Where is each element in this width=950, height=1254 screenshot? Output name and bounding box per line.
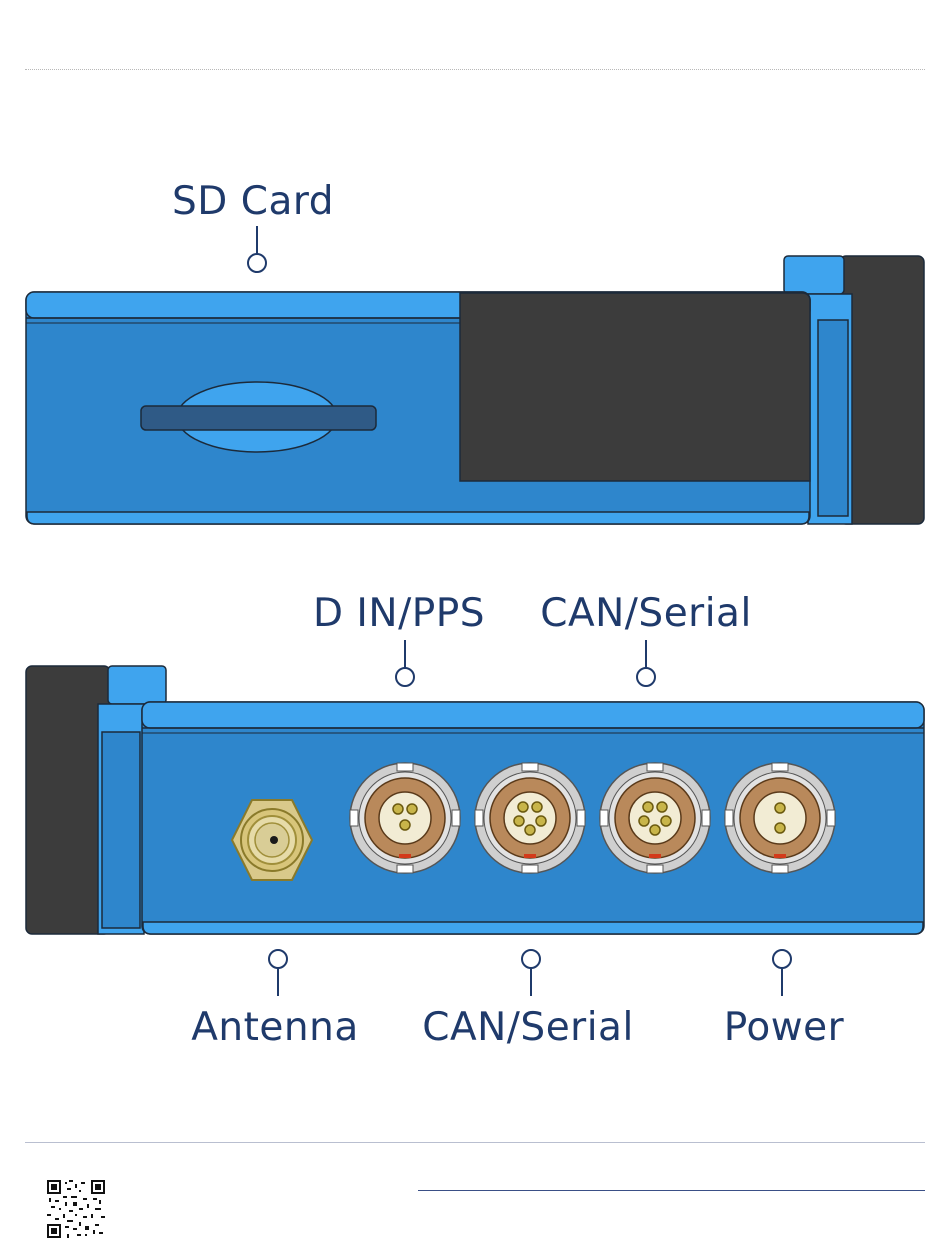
circular-connector: [350, 763, 460, 873]
antenna-label: Antenna: [191, 1008, 359, 1047]
can-serial-top-label: CAN/Serial: [540, 594, 752, 633]
circular-connector: [600, 763, 710, 873]
power-label: Power: [724, 1008, 844, 1047]
bumper-tab: [784, 256, 844, 294]
connector-pin: [775, 803, 785, 813]
can-serial-bottom-callout: [522, 950, 540, 996]
connector-pin: [536, 816, 546, 826]
connector-pin: [661, 816, 671, 826]
d-in-pps-callout: [396, 640, 414, 686]
connector-pin: [643, 802, 653, 812]
can-serial-bottom-label: CAN/Serial: [422, 1008, 634, 1047]
footer-rule: [418, 1190, 925, 1191]
connector-pin: [518, 802, 528, 812]
connector-pin: [400, 820, 410, 830]
connector-pin: [532, 802, 542, 812]
top-view-device: [26, 256, 924, 524]
circular-connector: [475, 763, 585, 873]
connector-pin: [639, 816, 649, 826]
antenna-callout: [269, 950, 287, 996]
qr-code-icon: [47, 1180, 105, 1238]
sd-card-callout: [248, 226, 266, 272]
power-callout: [773, 950, 791, 996]
d-in-pps-label: D IN/PPS: [313, 594, 485, 633]
sd-card-slot: [141, 406, 376, 430]
connector-pin: [407, 804, 417, 814]
connector-pin: [775, 823, 785, 833]
sd-card-label: SD Card: [172, 182, 334, 221]
connector-pin: [650, 825, 660, 835]
connector-pin: [525, 825, 535, 835]
circular-connector: [725, 763, 835, 873]
connector-pin: [514, 816, 524, 826]
connector-pin: [657, 802, 667, 812]
can-serial-top-callout: [637, 640, 655, 686]
bottom-divider: [25, 1142, 925, 1143]
label-panel: [460, 293, 810, 481]
connector-pin: [393, 804, 403, 814]
